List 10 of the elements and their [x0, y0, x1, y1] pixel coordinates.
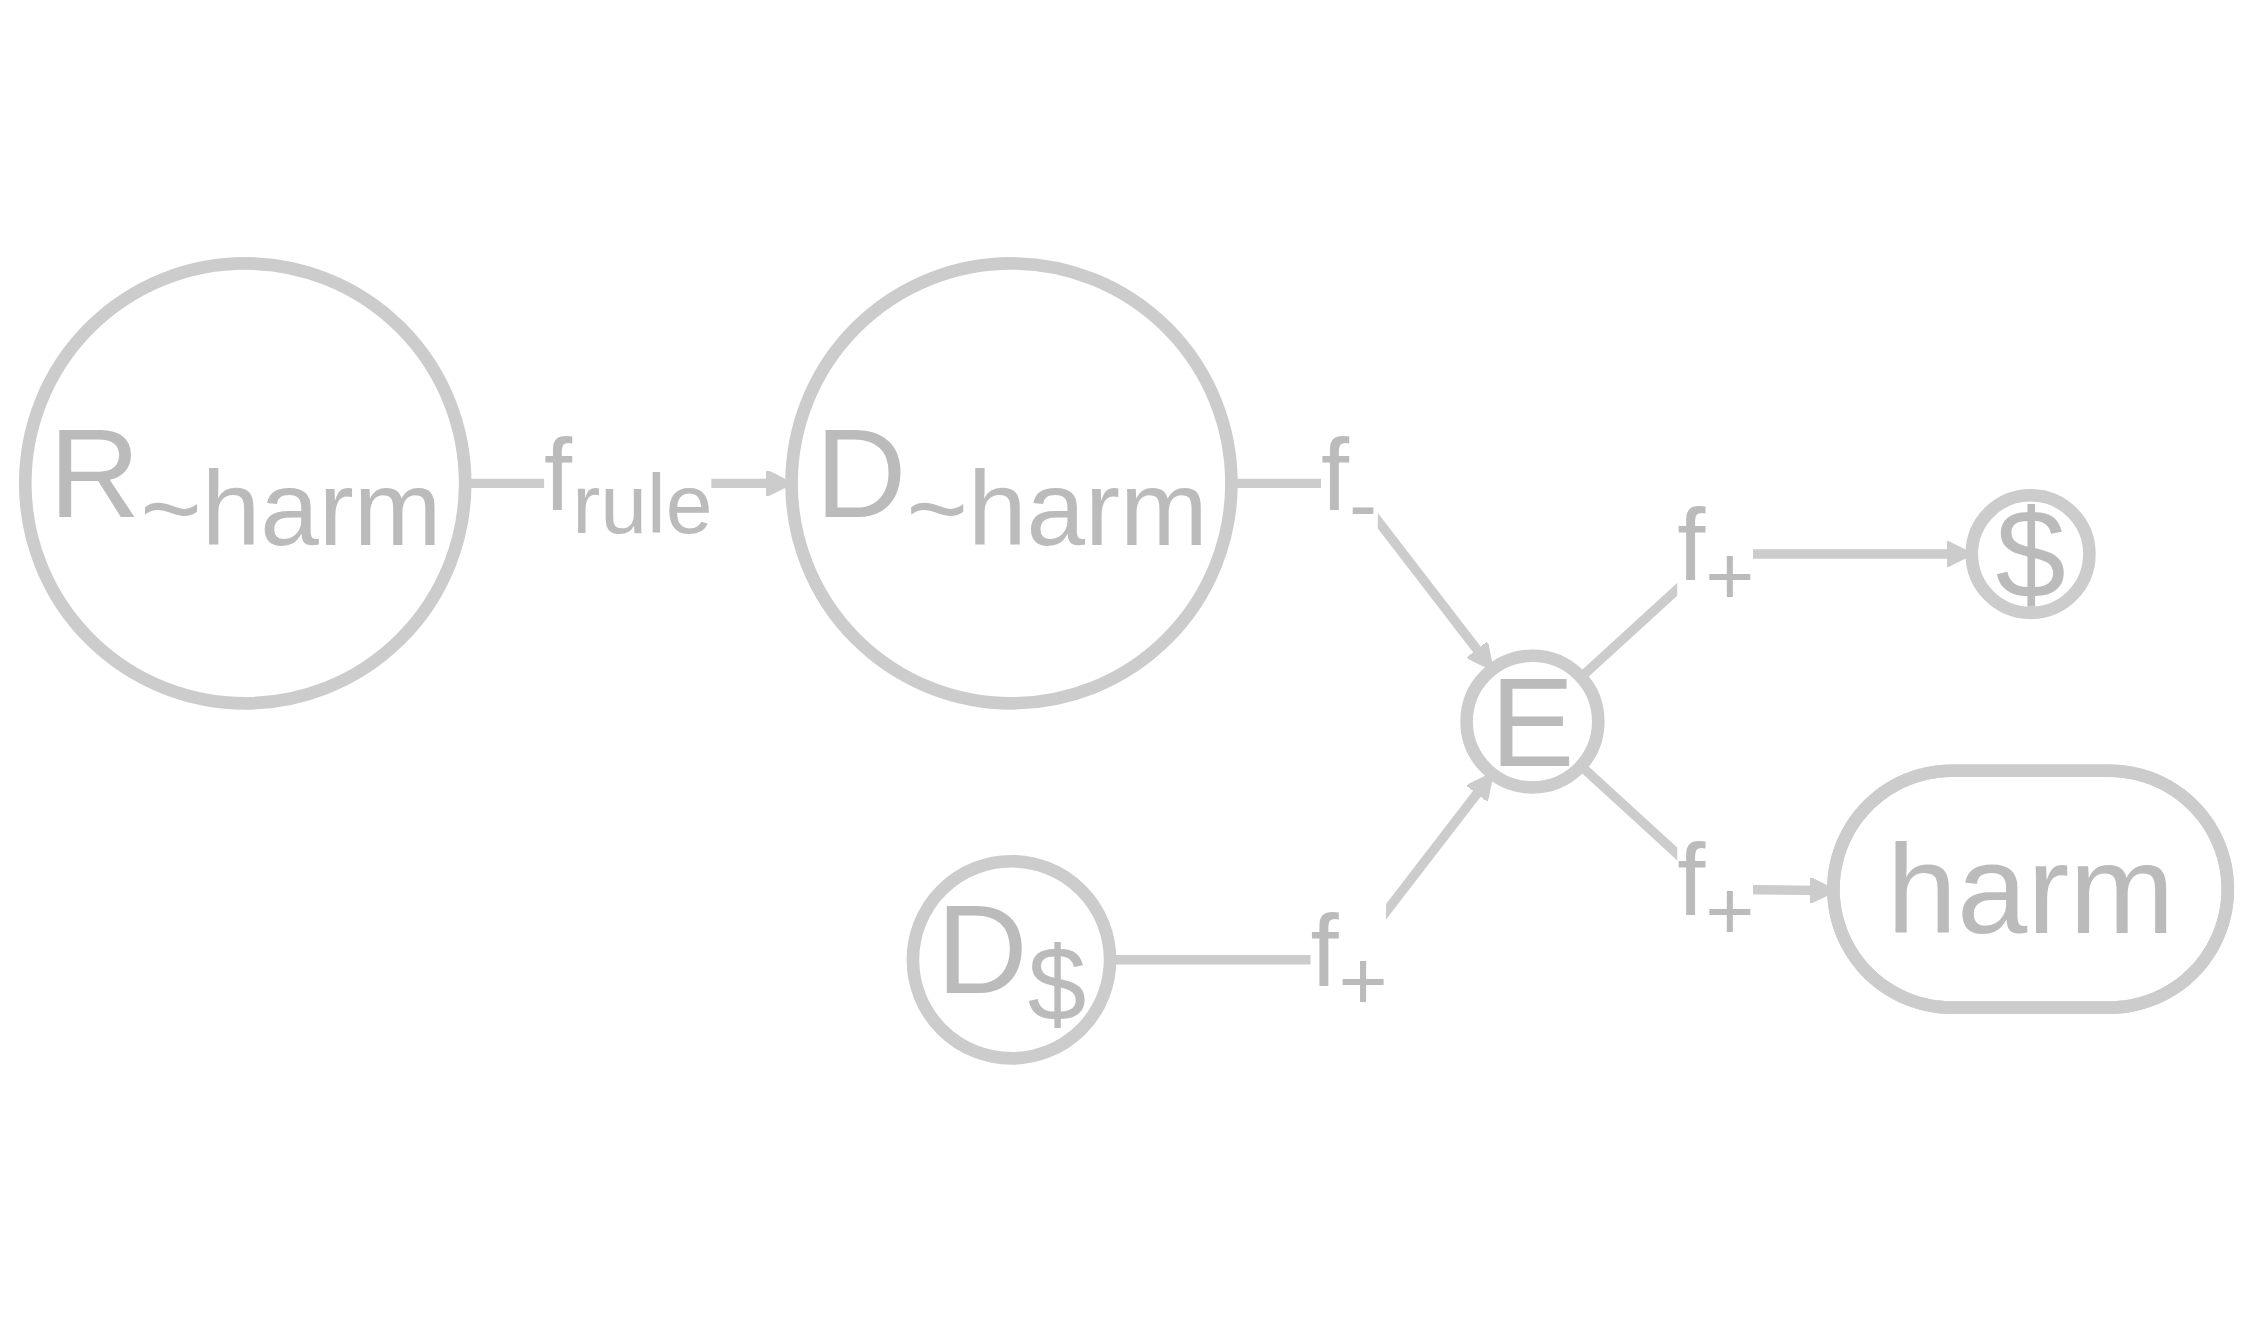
edge-label: f$_{-}$	[1320, 418, 1378, 552]
edge-label: f$_{+}$	[1677, 488, 1755, 623]
edge-label: f$_{+}$	[1677, 823, 1755, 958]
edge-label: f$_{+}$	[1310, 894, 1388, 1029]
node-circle: D$_{$}$	[906, 854, 1117, 1065]
node-circle: R$_{~harm}$	[18, 257, 472, 710]
edge-label: f$_{rule}$	[544, 418, 713, 552]
node-circle: E	[1460, 649, 1605, 794]
node-circle: D$_{~harm}$	[785, 257, 1238, 710]
node-circle: $	[1965, 488, 2096, 620]
